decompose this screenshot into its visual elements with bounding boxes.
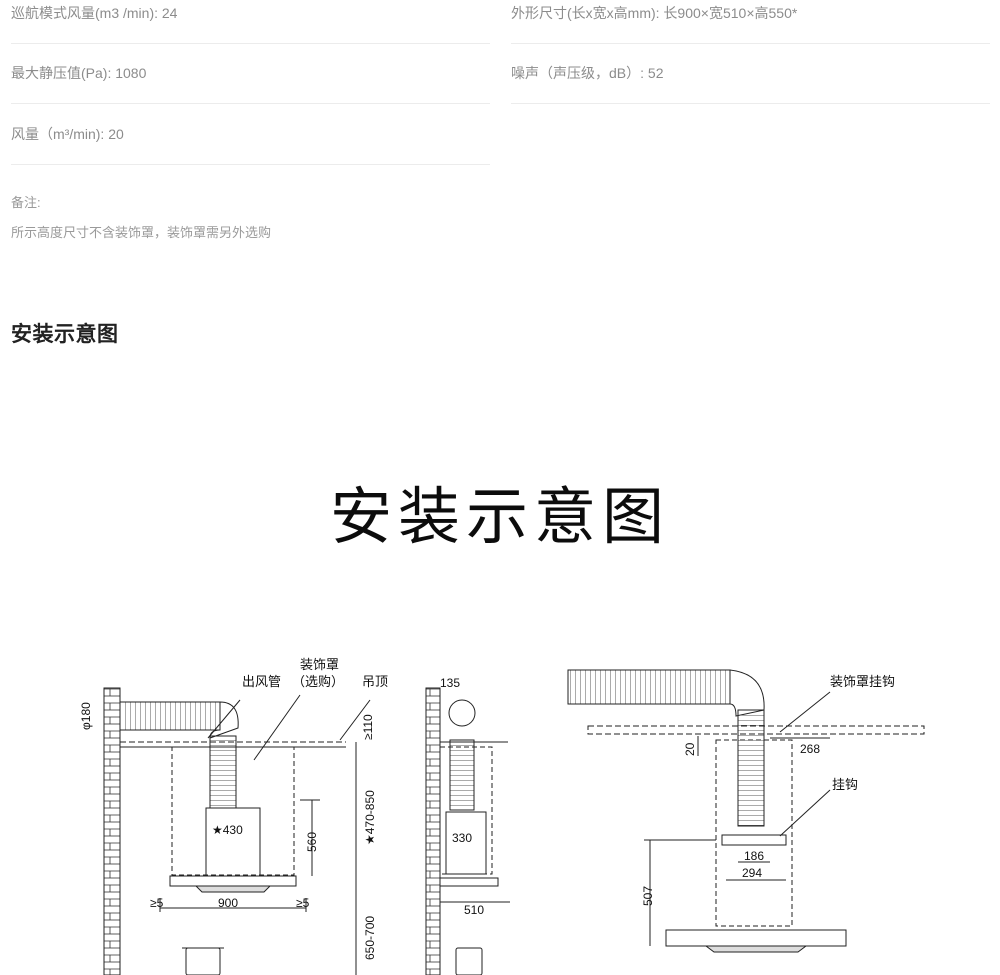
dim-900: 900 xyxy=(218,896,238,910)
dim-135: 135 xyxy=(440,676,460,690)
label-outlet-pipe: 出风管 xyxy=(242,674,281,689)
decoration-cover-outline xyxy=(171,746,295,876)
label-ceiling: 吊顶 xyxy=(362,674,388,689)
right-canopy xyxy=(665,929,847,947)
side-view xyxy=(425,687,510,975)
dim-510: 510 xyxy=(464,903,484,917)
dim-110: ≥110 xyxy=(361,714,375,740)
hood-canopy xyxy=(169,875,297,887)
outlet-pipe-vertical xyxy=(209,735,237,809)
pot-middle xyxy=(455,947,483,975)
dim-650-700: 650-700 xyxy=(363,916,377,960)
wall-middle xyxy=(425,687,441,975)
dim-5-left: ≥5 xyxy=(150,896,164,910)
side-chimney xyxy=(445,811,487,875)
dim-phi180: φ180 xyxy=(79,702,93,730)
dim-430: ★430 xyxy=(212,823,243,837)
dim-470-850: ★470-850 xyxy=(363,790,377,845)
spec-airflow: 风量（m³/min): 20 xyxy=(11,104,490,165)
dim-268: 268 xyxy=(800,742,820,756)
dim-20: 20 xyxy=(683,742,697,756)
outlet-pipe-horizontal xyxy=(119,701,221,731)
right-mount-plate xyxy=(721,834,787,846)
dim-560: 560 xyxy=(305,832,319,852)
installation-diagram: 装饰罩 （选购） 出风管 吊顶 装饰罩挂钩 挂钩 φ180 ≥110 ★470-… xyxy=(79,657,925,975)
pot-left xyxy=(185,947,221,975)
spec-noise: 噪声（声压级，dB）: 52 xyxy=(511,43,990,104)
dim-5-right: ≥5 xyxy=(296,896,310,910)
right-pipe-horizontal xyxy=(567,669,731,705)
wall-left xyxy=(103,687,121,975)
dim-186: 186 xyxy=(744,849,764,863)
pipe-section xyxy=(448,699,476,727)
dim-330: 330 xyxy=(452,831,472,845)
dim-507: 507 xyxy=(641,886,655,906)
right-chimney xyxy=(715,739,793,927)
spec-max-static-pressure: 最大静压值(Pa): 1080 xyxy=(11,43,490,104)
label-hook: 挂钩 xyxy=(832,777,858,792)
diagram-banner-title: 安装示意图 xyxy=(329,480,670,553)
front-view xyxy=(103,687,371,975)
label-cover-optional: （选购） xyxy=(292,674,344,689)
notes-text: 所示高度尺寸不含装饰罩，装饰罩需另外选购 xyxy=(11,225,272,240)
right-pipe-vertical xyxy=(737,709,765,827)
right-view xyxy=(567,669,925,953)
hood-chimney xyxy=(205,807,261,877)
dim-294: 294 xyxy=(742,866,762,880)
side-pipe-vertical xyxy=(449,739,475,811)
notes-label: 备注: xyxy=(11,195,41,210)
label-cover-hook: 装饰罩挂钩 xyxy=(830,674,895,689)
label-cover: 装饰罩 xyxy=(300,657,339,672)
section-title: 安装示意图 xyxy=(11,323,119,346)
spec-cruise-airflow: 巡航模式风量(m3 /min): 24 xyxy=(11,0,490,44)
spec-dimensions: 外形尺寸(长x宽x高mm): 长900×宽510×高550* xyxy=(511,0,990,44)
